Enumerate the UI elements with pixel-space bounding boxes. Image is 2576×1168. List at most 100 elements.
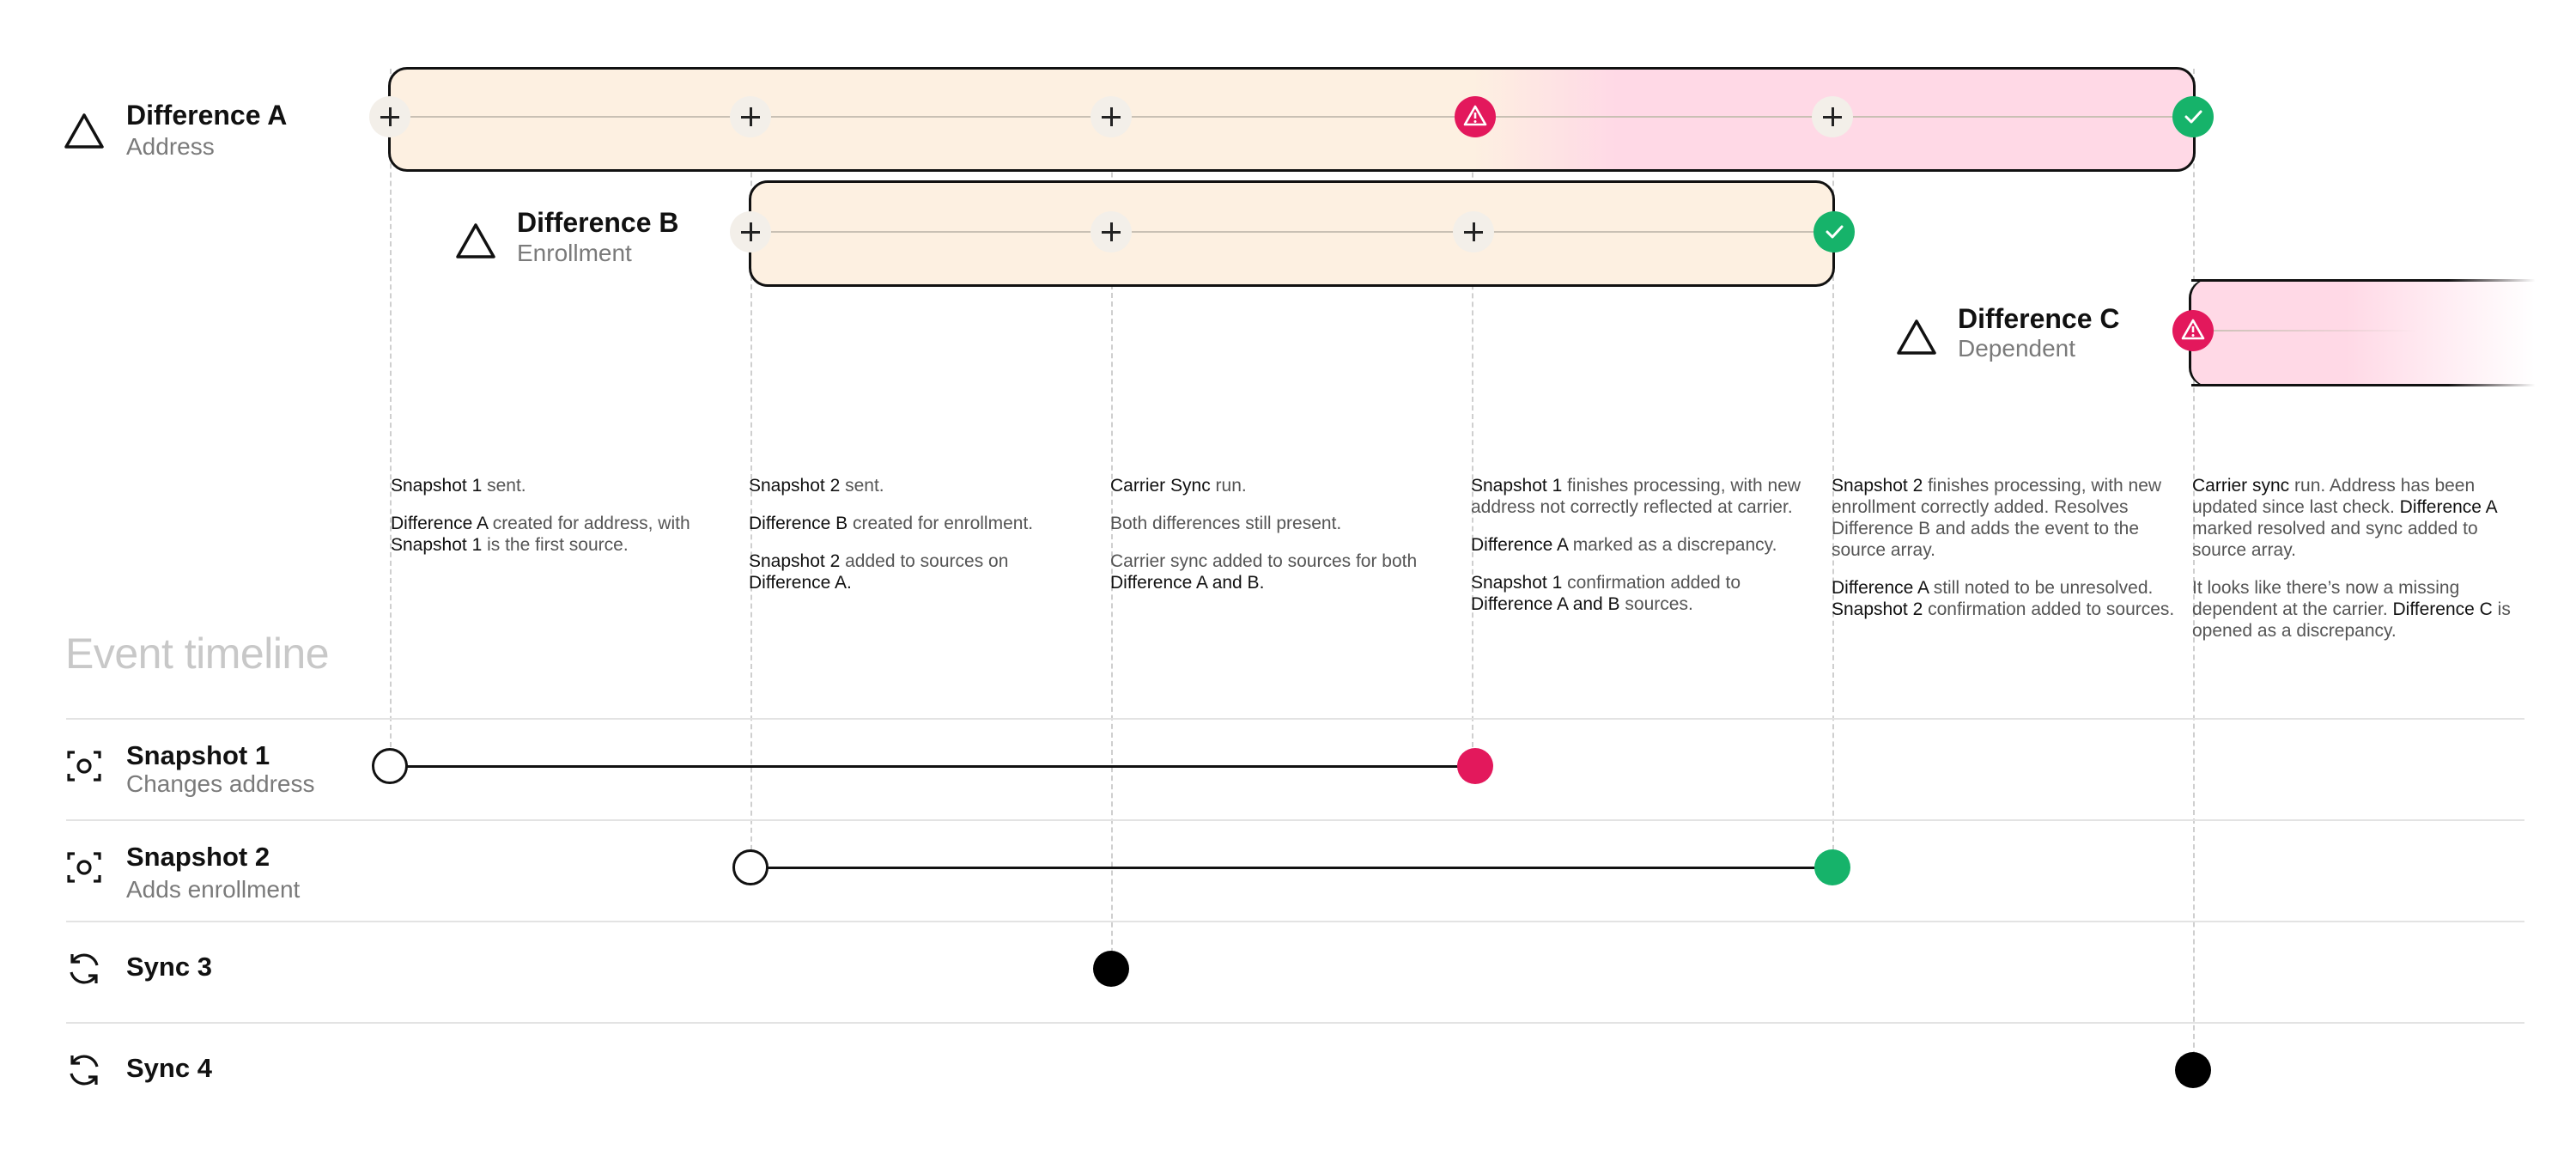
add-source-icon[interactable] [730, 211, 771, 252]
row-sync-4-title: Sync 4 [126, 1053, 212, 1083]
event-resolved-dot[interactable] [1814, 849, 1850, 885]
note-text: run. Address has been updated since last… [2192, 476, 2476, 517]
note-text: is the first source. [482, 535, 629, 555]
camera-scan-icon [67, 852, 101, 883]
note-text: Both differences still present. [1110, 514, 1342, 533]
note-text: created for enrollment. [848, 514, 1034, 533]
note-text: confirmation added to [1562, 573, 1741, 593]
note-text: run. [1210, 476, 1247, 496]
note-paragraph: Carrier Sync run. [1110, 475, 1454, 496]
triangle-icon [1897, 319, 1936, 355]
note-paragraph: Snapshot 2 sent. [749, 475, 1092, 496]
add-source-icon[interactable] [1812, 96, 1853, 137]
note-paragraph: Difference B created for enrollment. [749, 513, 1092, 534]
note-emphasis: Snapshot 2 [1832, 599, 1923, 619]
event-discrepancy-dot[interactable] [1457, 748, 1493, 784]
note-text: is opened as a discrepancy. [2192, 599, 2511, 641]
add-source-icon[interactable] [1091, 96, 1132, 137]
row-snapshot-1-title: Snapshot 1 [126, 740, 270, 770]
sync-event-dot[interactable] [1093, 951, 1129, 987]
note-paragraph: Difference A still noted to be unresolve… [1832, 577, 2175, 620]
note-emphasis: Difference A and B [1471, 594, 1620, 614]
note-text: It looks like there’s now a missing depe… [2192, 578, 2460, 619]
note-paragraph: Both differences still present. [1110, 513, 1454, 534]
difference-a-subtitle: Address [126, 133, 215, 160]
sync-event-dot[interactable] [2175, 1052, 2211, 1088]
note-emphasis: Difference B [749, 514, 848, 533]
note-text: sent. [840, 476, 884, 496]
note-paragraph: Carrier sync added to sources for both D… [1110, 551, 1454, 593]
guide-line-event-4 [1472, 69, 1473, 756]
note-emphasis: Difference A [1471, 535, 1568, 555]
difference-c-span-bar[interactable] [2191, 279, 2535, 386]
row-snapshot-2-subtitle: Adds enrollment [126, 876, 301, 903]
event-note-5: Snapshot 2 finishes processing, with new… [1832, 475, 2175, 636]
note-emphasis: Difference A [2399, 497, 2497, 517]
note-paragraph: Carrier sync run. Address has been updat… [2192, 475, 2536, 561]
guide-line-event-1 [390, 69, 392, 756]
guide-line-event-6 [2193, 69, 2195, 1082]
note-text: finishes processing, with new address no… [1471, 476, 1801, 517]
warning-icon[interactable] [2172, 310, 2214, 351]
event-note-4: Snapshot 1 finishes processing, with new… [1471, 475, 1814, 631]
difference-b-track [750, 231, 1832, 233]
note-text: confirmation added to sources. [1923, 599, 2175, 619]
note-text: sources. [1619, 594, 1693, 614]
note-emphasis: Difference A [391, 514, 488, 533]
difference-b-subtitle: Enrollment [517, 240, 632, 266]
snapshot-2-duration-line [750, 867, 1832, 869]
event-note-3: Carrier Sync run. Both differences still … [1110, 475, 1454, 610]
note-emphasis: Snapshot 1 [1471, 573, 1563, 593]
note-paragraph: It looks like there’s now a missing depe… [2192, 577, 2536, 642]
add-source-icon[interactable] [730, 96, 771, 137]
row-divider [66, 819, 2524, 821]
note-paragraph: Snapshot 2 added to sources on Differenc… [749, 551, 1092, 593]
difference-a-span-bar[interactable] [388, 67, 2196, 172]
note-text: added to sources on [840, 551, 1009, 571]
snapshot-1-duration-line [390, 765, 1475, 768]
difference-b-title: Difference B [517, 207, 679, 238]
note-text: marked as a discrepancy. [1567, 535, 1777, 555]
note-paragraph: Difference A marked as a discrepancy. [1471, 534, 1814, 556]
difference-a-title: Difference A [126, 100, 288, 131]
checkmark-icon[interactable] [2172, 96, 2214, 137]
note-paragraph: Snapshot 2 finishes processing, with new… [1832, 475, 2175, 561]
note-emphasis: Snapshot 1 [391, 476, 483, 496]
note-emphasis: Snapshot 1 [391, 535, 483, 555]
guide-line-event-2 [750, 69, 752, 876]
event-start-dot[interactable] [732, 849, 769, 885]
difference-b-span-bar[interactable] [749, 180, 1835, 287]
note-paragraph: Snapshot 1 sent. [391, 475, 734, 496]
checkmark-icon[interactable] [1814, 211, 1855, 252]
note-emphasis: Snapshot 1 [1471, 476, 1563, 496]
note-text: sent. [482, 476, 526, 496]
note-text: still noted to be unresolved. [1928, 578, 2154, 598]
camera-scan-icon [67, 751, 101, 782]
note-emphasis: Snapshot 2 [1832, 476, 1923, 496]
guide-line-event-5 [1832, 69, 1834, 876]
note-paragraph: Snapshot 1 confirmation added to Differe… [1471, 572, 1814, 615]
row-snapshot-2-title: Snapshot 2 [126, 842, 270, 872]
row-divider [66, 1022, 2524, 1024]
add-source-icon[interactable] [369, 96, 410, 137]
difference-c-subtitle: Dependent [1958, 335, 2076, 362]
add-source-icon[interactable] [1453, 211, 1494, 252]
row-sync-3-title: Sync 3 [126, 952, 212, 982]
event-start-dot[interactable] [372, 748, 408, 784]
add-source-icon[interactable] [1091, 211, 1132, 252]
note-text: Carrier sync added to sources for both [1110, 551, 1418, 571]
warning-icon[interactable] [1455, 96, 1496, 137]
note-emphasis: Difference A [1832, 578, 1929, 598]
event-note-2: Snapshot 2 sent. Difference B created for… [749, 475, 1092, 610]
difference-a-track [390, 116, 2193, 118]
note-emphasis: Difference A and B. [1110, 573, 1265, 593]
event-timeline-title: Event timeline [65, 630, 330, 678]
note-emphasis: Carrier sync [2192, 476, 2290, 496]
note-emphasis: Difference C [2392, 599, 2493, 619]
row-divider [66, 718, 2524, 720]
difference-c-title: Difference C [1958, 303, 2120, 334]
note-paragraph: Snapshot 1 finishes processing, with new… [1471, 475, 1814, 518]
note-emphasis: Snapshot 2 [749, 551, 841, 571]
event-note-6: Carrier sync run. Address has been updat… [2192, 475, 2536, 658]
note-text: finishes processing, with new enrollment… [1832, 476, 2162, 560]
